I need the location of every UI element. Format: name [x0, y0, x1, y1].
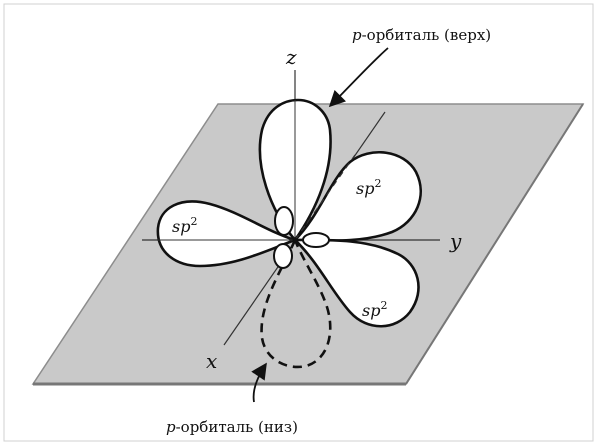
arrow-to-bottom-p-lobe — [251, 362, 267, 403]
sp2-label-top-right-base: sp — [356, 179, 374, 198]
caption-p-top-prefix: p — [352, 26, 362, 44]
sp2-lobe-bottom-right — [291, 238, 420, 328]
p-orbital-bottom-lobe — [260, 236, 332, 369]
caption-p-orbital-bottom: p-орбиталь (низ) — [166, 418, 298, 436]
x-axis-label: x — [206, 349, 217, 373]
caption-p-bottom-text: -орбиталь (низ) — [176, 418, 298, 436]
small-lobe-right — [302, 232, 330, 248]
y-axis-label: y — [449, 229, 462, 253]
sp2-label-left-sup: 2 — [190, 215, 197, 228]
sp2-label-bottom-right-sup: 2 — [380, 299, 387, 312]
sp2-label-top-right: sp2 — [356, 177, 381, 198]
caption-p-top-text: -орбиталь (верх) — [362, 26, 492, 44]
sp2-label-bottom-right-base: sp — [362, 301, 380, 320]
sp2-label-left: sp2 — [172, 215, 197, 236]
caption-p-bottom-prefix: p — [166, 418, 176, 436]
sp2-lobe-top-right — [291, 150, 422, 242]
sp2-label-top-right-sup: 2 — [374, 177, 381, 190]
z-axis-label: z — [285, 45, 297, 69]
plane-shadow-edge-right — [405, 103, 584, 385]
small-lobe-upper — [274, 206, 294, 236]
nucleus-dot — [292, 237, 298, 243]
sp2-label-bottom-right: sp2 — [362, 299, 387, 320]
arrow-to-top-p-lobe — [328, 47, 389, 108]
sp2-label-left-base: sp — [172, 217, 190, 236]
caption-p-orbital-top: p-орбиталь (верх) — [352, 26, 491, 44]
small-lobe-lower — [273, 243, 293, 269]
sp2-lobe-left — [156, 200, 300, 268]
